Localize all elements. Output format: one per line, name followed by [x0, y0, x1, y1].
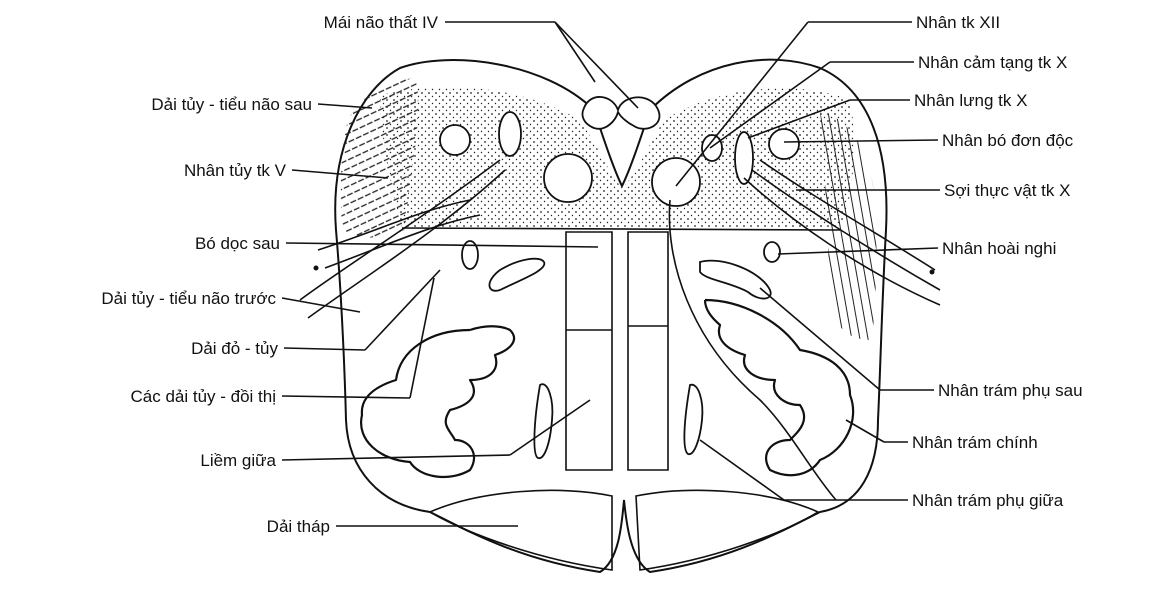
nhan-bo-don-doc-circle	[769, 129, 799, 159]
nhan-tk-xii-left	[544, 154, 592, 202]
label-liem-giua: Liềm giữa	[200, 451, 276, 470]
left-dorsal-nucleus	[440, 125, 470, 155]
left-vagal-nucleus	[499, 112, 521, 156]
label-soi-thuc-vat-tk-x: Sợi thực vật tk X	[944, 181, 1070, 200]
label-dai-tuy-tieu-nao-truoc: Dải tủy - tiểu não trước	[101, 289, 276, 308]
label-bo-doc-sau: Bó dọc sau	[195, 234, 280, 253]
right-vagal-nucleus	[735, 132, 753, 184]
left-nhan-tram-chinh	[361, 326, 514, 477]
left-medial-accessory-olive	[534, 384, 552, 458]
label-nhan-cam-tang-tk-x: Nhân cảm tạng tk X	[918, 53, 1067, 72]
mai-nao-that-iv-structure	[582, 97, 659, 129]
label-nhan-tuy-tk-v: Nhân tủy tk V	[184, 161, 287, 180]
label-mai-nao-that-iv: Mái não thất IV	[324, 13, 439, 32]
dai-thap-region	[430, 490, 612, 570]
label-dai-do-tuy: Dải đỏ - tủy	[191, 339, 278, 358]
label-nhan-bo-don-doc: Nhân bó đơn độc	[942, 131, 1074, 150]
nhan-tram-phu-sau-structure	[700, 261, 771, 299]
label-nhan-tram-phu-sau: Nhân trám phụ sau	[938, 381, 1083, 400]
nhan-hoai-nghi-nucleus	[764, 242, 780, 262]
right-dorsal-small-nucleus	[702, 135, 722, 161]
right-hatched-region	[820, 110, 876, 340]
label-dai-thap: Dải tháp	[267, 517, 330, 536]
label-cac-dai-tuy-doi-thi: Các dải tủy - đồi thị	[130, 387, 276, 406]
median-column-right	[628, 232, 668, 470]
label-nhan-tram-phu-giua: Nhân trám phụ giữa	[912, 491, 1064, 510]
left-posterior-accessory-olive	[489, 259, 544, 291]
label-nhan-tk-xii: Nhân tk XII	[916, 13, 1000, 32]
label-nhan-lung-tk-x: Nhân lưng tk X	[914, 91, 1027, 110]
nhan-tram-phu-giua-structure	[684, 385, 702, 454]
nhan-tram-chinh	[705, 300, 853, 475]
dai-thap-region-right	[636, 490, 818, 570]
label-nhan-tram-chinh: Nhân trám chính	[912, 433, 1038, 452]
median-column-left	[566, 232, 612, 470]
label-dai-tuy-tieu-nao-sau: Dải tủy - tiểu não sau	[151, 95, 312, 114]
label-nhan-hoai-nghi: Nhân hoài nghi	[942, 239, 1056, 258]
